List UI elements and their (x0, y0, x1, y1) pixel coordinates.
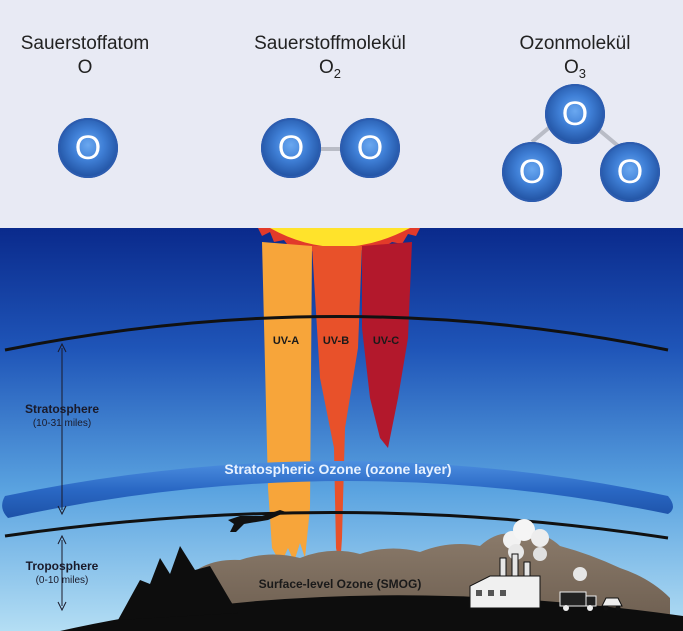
factory-smoke-icon (503, 519, 587, 581)
oxygen-molecule-label: Sauerstoffmolekül O2 (225, 32, 435, 86)
o3-atom-right: O (600, 142, 660, 202)
troposphere-range: (0-10 miles) (36, 575, 89, 586)
oxygen-molecule-formula: O2 (318, 57, 341, 81)
o2-atom-right: O (340, 118, 400, 178)
stratosphere-top-boundary (4, 315, 669, 352)
smog-label: Surface-level Ozone (SMOG) (259, 577, 422, 591)
airplane-icon (228, 510, 286, 532)
stratosphere-name: Stratosphere (25, 402, 99, 416)
atmosphere-diagram: UV-A UV-B UV-C Stratospheric Ozone (ozon… (0, 228, 683, 631)
oxygen-atom-label: Sauerstoffatom O (5, 32, 165, 80)
uv-c-beam (362, 242, 412, 448)
factory-icon (469, 553, 541, 609)
uv-b-beam (312, 246, 362, 568)
uv-a-beam (262, 242, 312, 564)
truck-icon (559, 591, 597, 611)
uv-a-label: UV-A (273, 335, 299, 347)
troposphere-arrow (57, 534, 67, 612)
stratosphere-range: (10-31 miles) (33, 418, 91, 429)
mountain-icon (118, 546, 238, 620)
ozone-molecule-formula: O3 (563, 57, 586, 81)
o3-atom-top: O (545, 84, 605, 144)
ozone-layer-band (2, 461, 673, 518)
oxygen-atom-sphere: O (58, 118, 118, 178)
oxygen-atom-formula: O (77, 57, 93, 78)
ozone-molecule-name: Ozonmolekül (519, 33, 631, 54)
o3-atom-left: O (502, 142, 562, 202)
oxygen-molecule-name: Sauerstoffmolekül (254, 33, 406, 54)
o2-bond (315, 147, 355, 151)
stratosphere-arrow (57, 342, 67, 516)
uv-c-label: UV-C (373, 335, 399, 347)
car-icon (601, 597, 623, 611)
ozone-molecule-label: Ozonmolekül O3 (485, 32, 665, 86)
troposphere-name: Troposphere (26, 559, 99, 573)
ozone-layer-label: Stratospheric Ozone (ozone layer) (224, 461, 451, 477)
uv-b-label: UV-B (323, 335, 349, 347)
o2-atom-left: O (261, 118, 321, 178)
oxygen-atom-name: Sauerstoffatom (20, 33, 150, 54)
tropopause-boundary (4, 511, 669, 540)
molecule-panel: Sauerstoffatom O Sauerstoffmolekül O2 Oz… (0, 0, 683, 228)
